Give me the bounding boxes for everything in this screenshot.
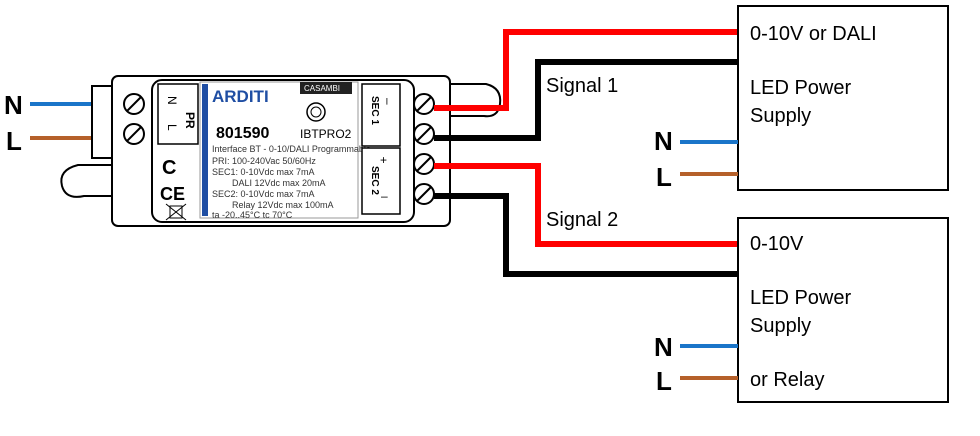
- supply2-box: [737, 217, 949, 403]
- supply1-l-label: L: [656, 162, 672, 192]
- supply1-n-label: N: [654, 126, 673, 156]
- terminal-screw-pr-n: [123, 93, 145, 115]
- model-number: 801590: [216, 125, 269, 142]
- spec-relay: Relay 12Vdc max 100mA: [232, 200, 334, 210]
- pr-n-label: N: [165, 96, 179, 105]
- terminal-screw-sec2-minus: [413, 183, 435, 205]
- partner-logo: CASAMBI: [304, 84, 340, 93]
- left-mounting-tab: [60, 164, 112, 198]
- supply1-title-line1: LED Power: [750, 77, 851, 99]
- supply2-input-label: 0-10V: [750, 233, 804, 255]
- spec-temp: ta -20..45°C tc 70°C: [212, 210, 293, 220]
- controller-device: PR N L C CE ARDITI CASAMBI 801590 IBTPRO…: [60, 75, 502, 227]
- pr-label: PR: [183, 112, 197, 129]
- spec-sec1-dali: DALI 12Vdc max 20mA: [232, 178, 326, 188]
- led-power-supply-2: 0-10V LED Power Supply or Relay: [737, 217, 949, 403]
- signal1-negative-wire: [434, 59, 738, 141]
- supply2-l-label: L: [656, 366, 672, 396]
- sec2-label: SEC 2: [369, 166, 380, 195]
- ce-mark: CE: [160, 184, 185, 204]
- sec2-plus: +: [380, 153, 387, 167]
- sec1-minus: –: [381, 98, 395, 105]
- supply2-title-line1: LED Power: [750, 287, 851, 309]
- led-power-supply-1: 0-10V or DALI LED Power Supply: [737, 5, 949, 191]
- brand-logo: ARDITI: [212, 87, 269, 106]
- sec1-label-box: [361, 83, 401, 147]
- signal2-positive-wire: [434, 163, 738, 247]
- sec2-label-box: [361, 147, 401, 215]
- spec-sec1: SEC1: 0-10Vdc max 7mA: [212, 167, 315, 177]
- supply1-input-label: 0-10V or DALI: [750, 23, 877, 45]
- signal2-negative-wire: [434, 193, 738, 277]
- sec1-label: SEC 1: [369, 96, 380, 125]
- supply1-box: [737, 5, 949, 191]
- terminal-screw-sec2-plus: [413, 153, 435, 175]
- terminal-screw-pr-l: [123, 123, 145, 145]
- terminal-screw-sec1-b: [413, 123, 435, 145]
- sec2-minus: –: [381, 189, 388, 203]
- supply2-n-label: N: [654, 332, 673, 362]
- supply1-title-line2: Supply: [750, 105, 811, 127]
- right-mounting-tab: [446, 83, 502, 118]
- partner-logo-box: [300, 82, 352, 94]
- terminal-screw-sec1-a: [413, 93, 435, 115]
- mains-n-label: N: [4, 90, 23, 120]
- weee-bin-icon: [165, 203, 187, 221]
- supply2-title-line2: Supply: [750, 315, 811, 337]
- signal1-label: Signal 1: [546, 75, 618, 97]
- pr-l-label: L: [165, 124, 179, 131]
- supply2-relay-label: or Relay: [750, 369, 824, 391]
- signal1-positive-wire: [434, 29, 738, 111]
- ca-mark: C: [162, 157, 176, 179]
- label-blue-stripe: [202, 84, 208, 216]
- signal2-label: Signal 2: [546, 209, 618, 231]
- pr-terminal-label-box: [157, 83, 199, 145]
- model-code: IBTPRO2: [300, 127, 352, 141]
- device-description: Interface BT - 0-10/DALI Programmable: [212, 144, 371, 154]
- mains-l-label: L: [6, 126, 22, 156]
- spec-pri: PRI: 100-240Vac 50/60Hz: [212, 156, 316, 166]
- product-label: [199, 81, 359, 219]
- push-button: [306, 102, 326, 122]
- spec-sec2: SEC2: 0-10Vdc max 7mA: [212, 189, 315, 199]
